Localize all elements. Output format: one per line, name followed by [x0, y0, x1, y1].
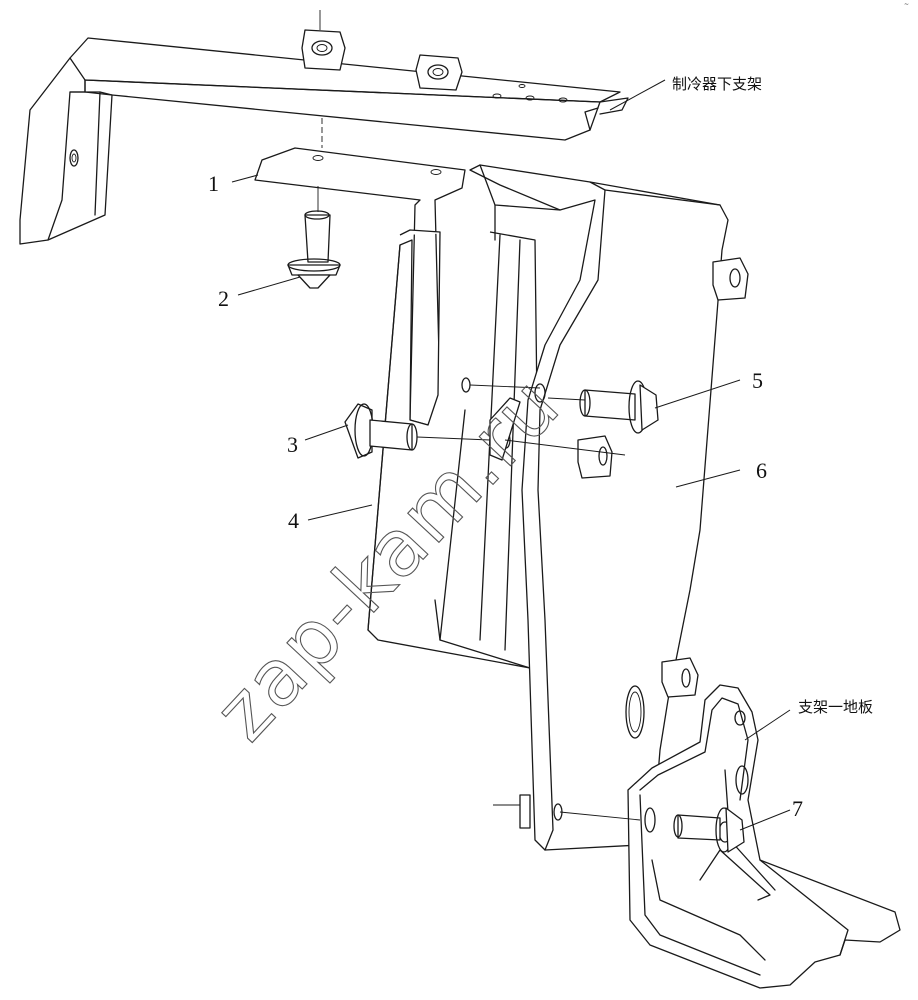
- part-3-bolt: [344, 403, 626, 459]
- callout-6: 6: [756, 458, 767, 483]
- label-floor-bracket: 支架一地板: [798, 698, 873, 716]
- floor-bracket: [627, 684, 901, 989]
- part-1-plate: [254, 147, 466, 426]
- upper-cooler-bracket: [19, 10, 629, 245]
- part-5-bolt: [469, 380, 659, 434]
- part-7-bolt: [559, 807, 745, 853]
- callout-3: 3: [287, 432, 298, 457]
- callout-5: 5: [752, 368, 763, 393]
- callout-7: 7: [792, 796, 803, 821]
- label-upper-cooler-bracket: 制冷器下支架: [672, 75, 762, 93]
- corner-mark: ~: [904, 1, 909, 8]
- part-6-main-plate: [461, 164, 749, 851]
- leader-lines: [231, 79, 791, 831]
- callout-2: 2: [218, 286, 229, 311]
- callout-4: 4: [288, 508, 299, 533]
- callout-1: 1: [208, 171, 219, 196]
- callout-numbers: 1 2 3 4 5 6 7: [208, 171, 803, 821]
- part-2-bolt: [287, 210, 341, 289]
